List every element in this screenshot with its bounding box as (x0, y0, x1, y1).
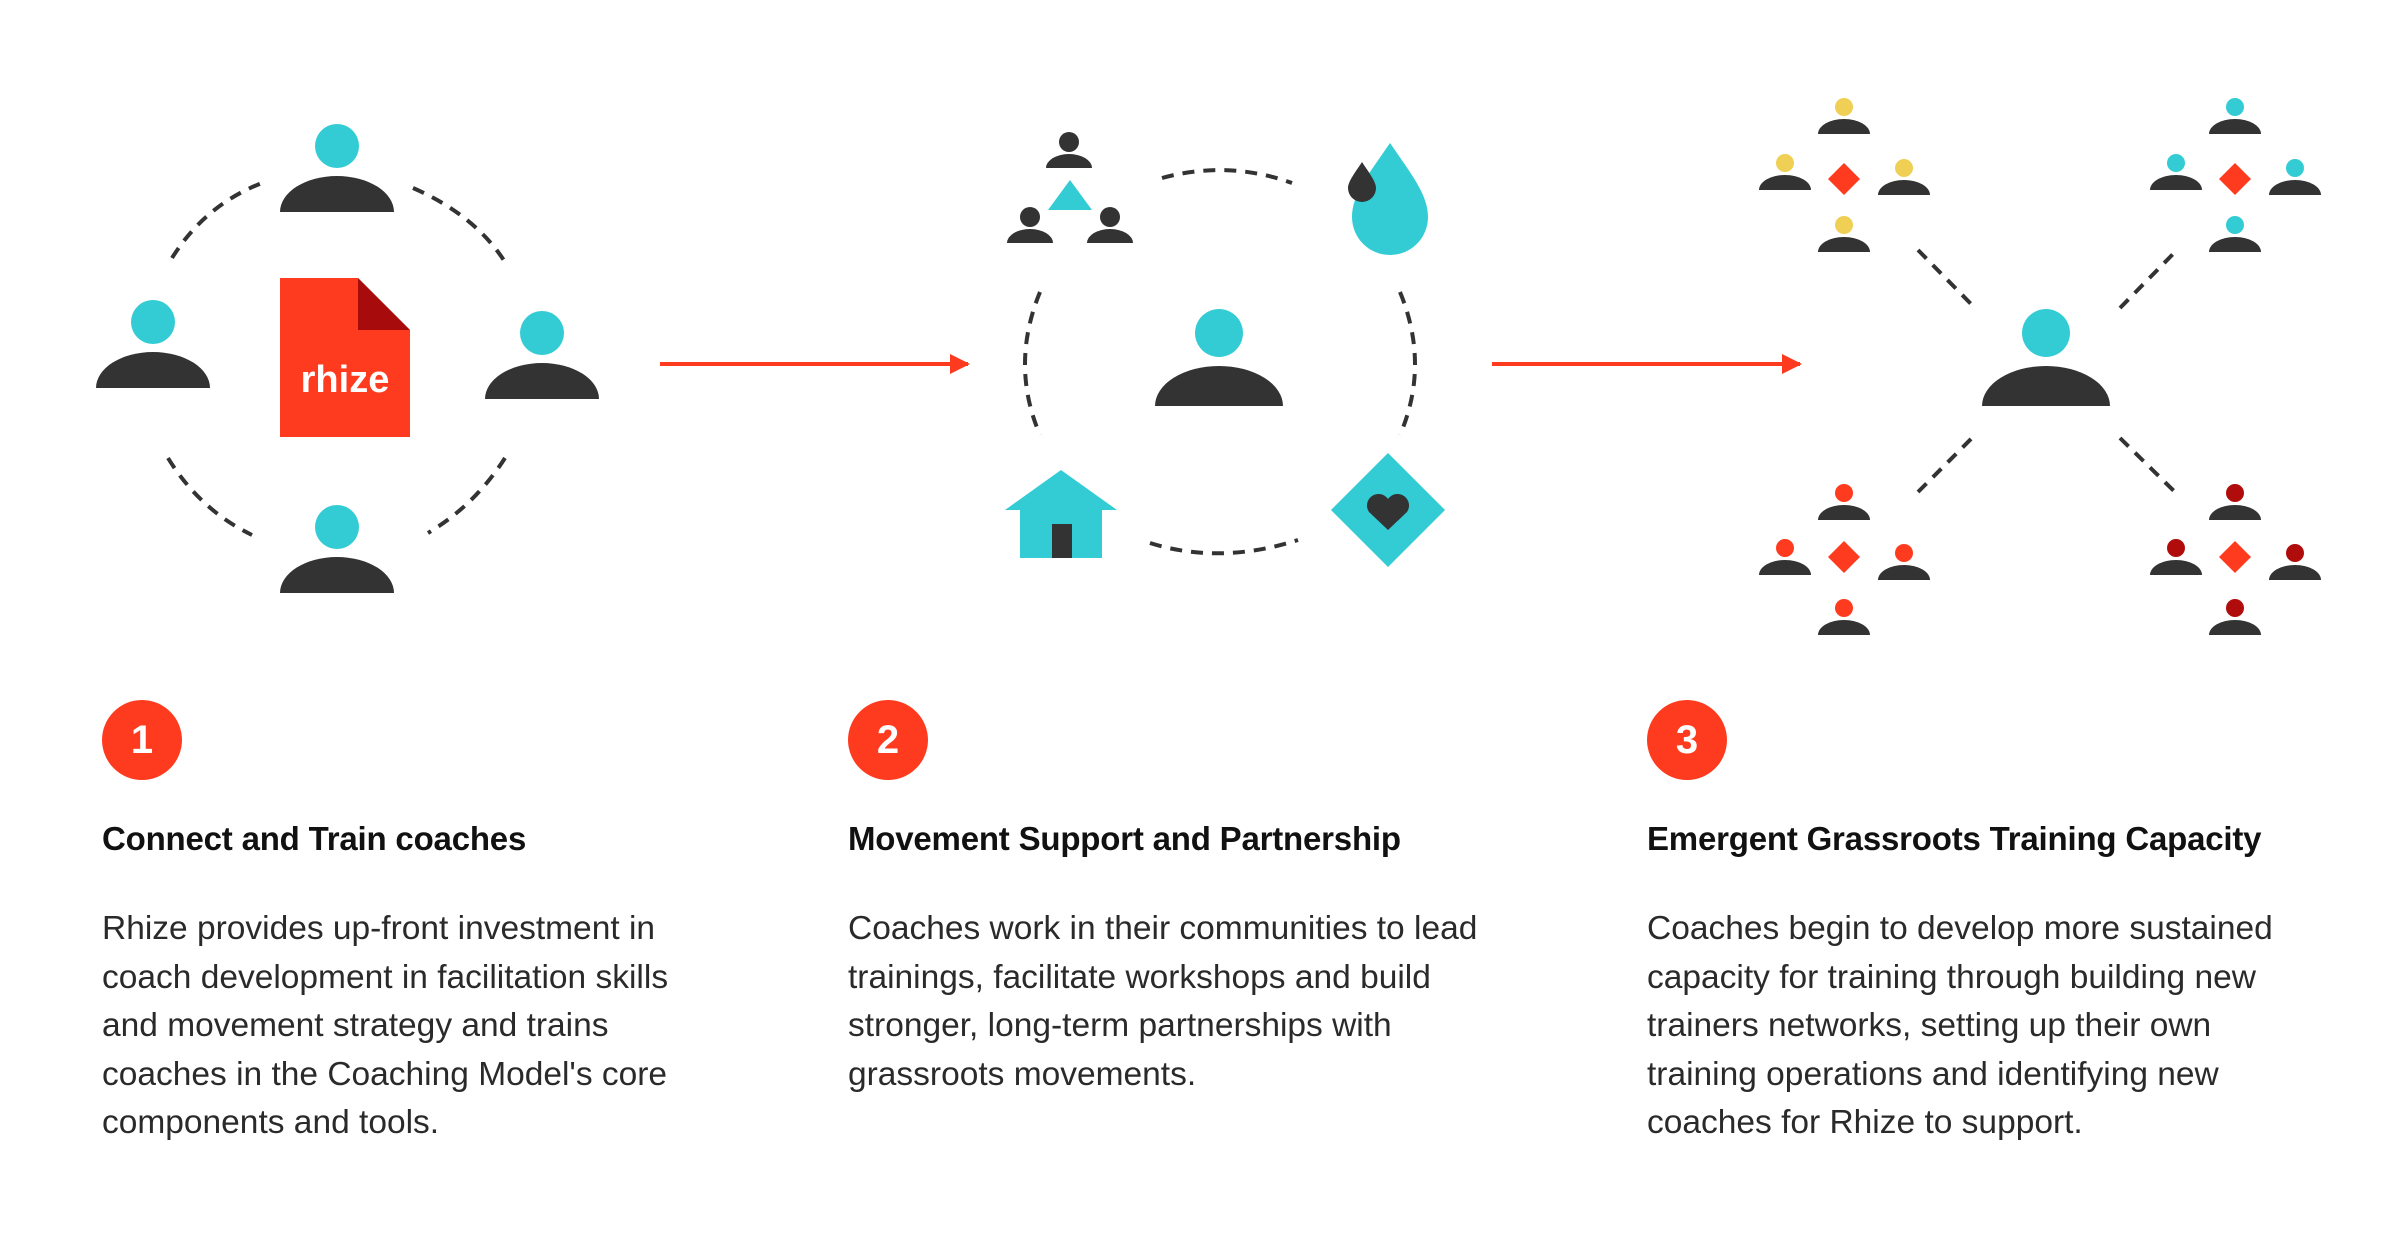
panel-3-grassroots-capacity (1759, 98, 2321, 635)
description-line: Rhize provides up-front investment in (102, 910, 656, 947)
trainer-network-cluster-dark-red (2150, 484, 2321, 635)
dashed-connector (412, 186, 507, 264)
coach-person-icon (280, 505, 394, 593)
group-triangle-icon (1007, 132, 1133, 243)
dashed-connector (170, 181, 263, 260)
description-line: trainings, facilitate workshops and buil… (848, 958, 1431, 996)
rhize-document-logo: rhize (280, 278, 410, 437)
description-line: Coaches work in their communities to lea… (848, 910, 1478, 947)
trainer-network-cluster-teal (2150, 98, 2321, 252)
dashed-connector (1149, 538, 1299, 556)
description-line: and movement strategy and trains (102, 1007, 609, 1044)
step-number-badge: 1 (102, 700, 182, 780)
dashed-connector (1916, 433, 1977, 494)
step-title: Connect and Train coaches (102, 820, 527, 857)
heart-diamond-icon (1331, 453, 1445, 567)
coach-person-icon (280, 124, 394, 212)
step-description: Coaches begin to develop more sustained … (1647, 905, 2347, 1148)
dashed-connector (426, 456, 507, 535)
description-line: grassroots movements. (848, 1055, 1197, 1093)
description-line: trainers networks, setting up their own (1647, 1007, 2212, 1044)
house-icon (1005, 470, 1117, 558)
dashed-connector (1023, 291, 1042, 436)
trainer-network-cluster-yellow (1759, 98, 1930, 252)
water-drop-icon (1348, 143, 1428, 255)
description-line: stronger, long-term partnerships with (848, 1007, 1392, 1044)
logo-text: rhize (301, 359, 390, 401)
description-line: coaches in the Coaching Model's core (102, 1055, 668, 1093)
description-line: capacity for training through building n… (1647, 958, 2256, 996)
description-line: components and tools. (102, 1104, 440, 1141)
coach-person-icon (96, 300, 210, 388)
step-description: Coaches work in their communities to lea… (848, 905, 1548, 1099)
step-number-badge: 3 (1647, 700, 1727, 780)
central-coach-icon (1155, 309, 1283, 406)
description-line: Coaches begin to develop more sustained (1647, 910, 2273, 947)
dashed-connector (1161, 168, 1293, 185)
coach-person-icon (485, 311, 599, 399)
panel-2-movement-support (1005, 132, 1445, 567)
step-number-badge: 2 (848, 700, 928, 780)
description-line: coaches for Rhize to support. (1647, 1104, 2083, 1141)
dashed-connector (2118, 250, 2177, 310)
dashed-connector (2118, 436, 2177, 494)
step-title: Movement Support and Partnership (848, 820, 1401, 857)
description-line: training operations and identifying new (1647, 1055, 2219, 1093)
description-line: coach development in facilitation skills (102, 958, 669, 996)
dashed-connector (1916, 248, 1977, 310)
dashed-connector (166, 456, 253, 537)
panel-1-connect-train: rhize (96, 124, 599, 593)
step-description: Rhize provides up-front investment in co… (102, 905, 802, 1148)
coaching-model-diagram: rhize (96, 98, 2321, 635)
step-title: Emergent Grassroots Training Capacity (1647, 820, 2262, 857)
dashed-connector (1398, 291, 1417, 436)
central-coach-icon (1982, 309, 2110, 406)
trainer-network-cluster-red (1759, 484, 1930, 635)
